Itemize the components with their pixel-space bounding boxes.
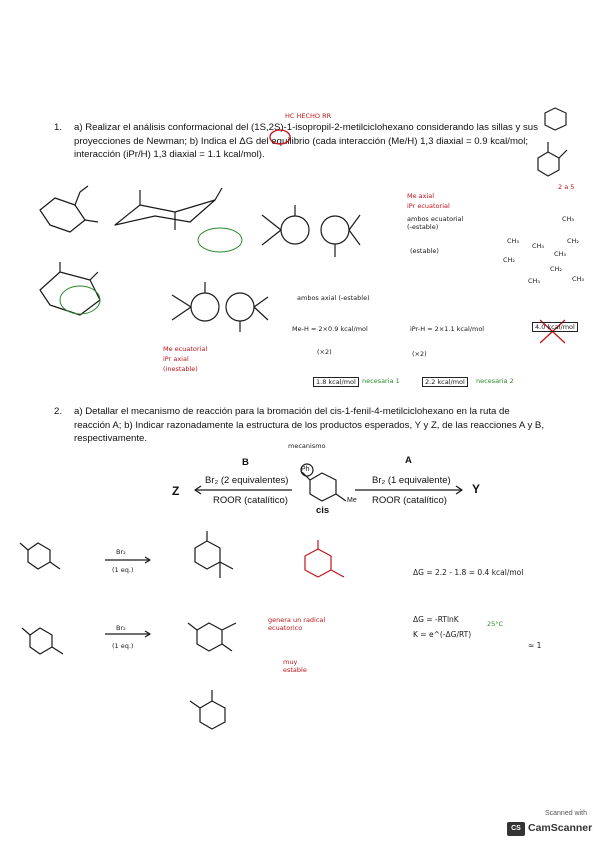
note-br2-b: Br₂ xyxy=(116,624,126,632)
note-radical: genera un radical ecuatorico xyxy=(268,616,326,632)
note-ch2-a: CH₂ xyxy=(567,237,580,245)
note-ring-flip: 2 a 5 xyxy=(558,183,575,191)
route-b-label: B xyxy=(242,457,249,468)
reagent-b: Br₂ (2 equivalentes) xyxy=(205,475,289,486)
problem-1-text: a) Realizar el análisis conformacional d… xyxy=(74,122,538,160)
note-ambos-ecuatorial: ambos ecuatorial (-estable) xyxy=(407,215,464,231)
route-a-label: A xyxy=(405,455,412,466)
note-ipr-ecuatorial: iPr ecuatorial xyxy=(407,202,450,210)
note-me-axial: Me axial xyxy=(407,192,435,200)
reagent-a: Br₂ (1 equivalente) xyxy=(372,475,451,486)
note-eq1-a: (1 eq.) xyxy=(112,566,134,574)
note-k-formula: K = e^(-ΔG/RT) xyxy=(413,630,472,639)
product-y: Y xyxy=(472,482,481,496)
note-ch3-e: CH₃ xyxy=(572,275,585,283)
note-ch3-f: CH₃ xyxy=(554,250,567,258)
note-ch3-b: CH₃ xyxy=(562,215,575,223)
note-necesaria-2: necesaria 2 xyxy=(476,377,514,385)
camscanner-badge: Scanned with CS CamScanner xyxy=(505,810,593,840)
note-result-22: 2.2 kcal/mol xyxy=(422,377,468,387)
phenyl-label: Ph xyxy=(301,466,310,473)
note-ch3-a: CH₃ xyxy=(532,242,545,250)
note-delta-g-formula: ΔG = -RTlnK xyxy=(413,615,459,624)
note-inestable: (inestable) xyxy=(163,365,198,373)
note-necesaria-1: necesaria 1 xyxy=(362,377,400,385)
note-me-ecuatorial: Me ecuatorial xyxy=(163,345,208,353)
problem-1: 1. a) Realizar el análisis conformaciona… xyxy=(54,121,544,162)
note-k-result: ≈ 1 xyxy=(528,641,542,650)
conditions-b: ROOR (catalítico) xyxy=(213,495,288,506)
note-x2-b: (×2) xyxy=(412,350,427,358)
note-me-h: Me-H = 2×0.9 kcal/mol xyxy=(292,325,368,333)
note-delta-g: ΔG = 2.2 - 1.8 = 0.4 kcal/mol xyxy=(413,568,524,577)
problem-1-number: 1. xyxy=(54,122,63,133)
cis-label: cis xyxy=(316,505,330,516)
camscanner-logo-icon: CS xyxy=(507,822,525,836)
problem-2-text: a) Detallar el mecanismo de reacción par… xyxy=(74,406,544,444)
note-ch3-d: CH₃ xyxy=(528,277,541,285)
note-ch3-c: CH₃ xyxy=(507,237,520,245)
note-mecanismo: mecanismo xyxy=(288,442,326,450)
problem-2-number: 2. xyxy=(54,406,63,417)
conditions-a: ROOR (catalítico) xyxy=(372,495,447,506)
note-hc-hecho: HC HECHO RR xyxy=(285,112,332,120)
note-estable: (estable) xyxy=(410,247,439,255)
methyl-label: Me xyxy=(347,497,357,504)
note-result-40: 4.0 kcal/mol xyxy=(532,322,578,332)
product-z: Z xyxy=(172,484,180,498)
note-ipr-axial: iPr axial xyxy=(163,355,189,363)
note-eq1-b: (1 eq.) xyxy=(112,642,134,650)
note-ambos-axial: ambos axial (-estable) xyxy=(297,294,370,302)
camscanner-brand: CamScanner xyxy=(528,822,593,834)
problem-2: 2. a) Detallar el mecanismo de reacción … xyxy=(54,405,544,446)
note-result-18: 1.8 kcal/mol xyxy=(313,377,359,387)
note-temp: 25°C xyxy=(487,620,504,628)
note-br2-a: Br₂ xyxy=(116,548,126,556)
note-x2-a: (×2) xyxy=(317,348,332,356)
note-ipr-h: iPr-H = 2×1.1 kcal/mol xyxy=(410,325,485,333)
note-ch2-b: CH₂ xyxy=(503,256,516,264)
note-muy-estable: muy estable xyxy=(283,658,307,674)
scanned-with-text: Scanned with xyxy=(544,810,587,817)
note-ch2-c: CH₂ xyxy=(550,265,563,273)
